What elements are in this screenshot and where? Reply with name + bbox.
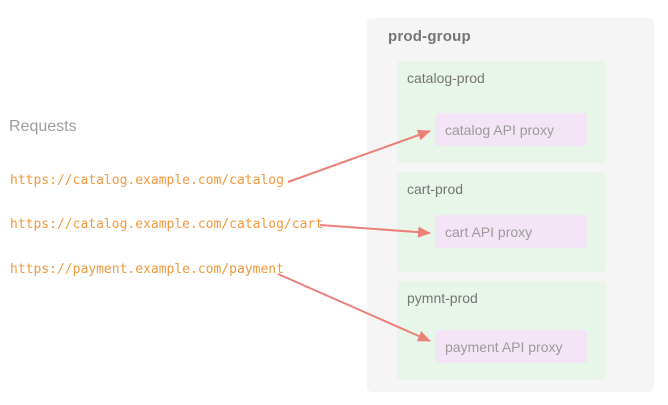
proxy-box-payment: payment API proxy — [435, 330, 587, 363]
environment-box-catalog-prod: catalog-prod catalog API proxy — [397, 61, 606, 163]
proxy-label: catalog API proxy — [445, 121, 554, 138]
environment-box-pymnt-prod: pymnt-prod payment API proxy — [397, 281, 606, 380]
request-url-payment: https://payment.example.com/payment — [10, 262, 284, 277]
proxy-box-catalog: catalog API proxy — [435, 113, 587, 146]
environment-group-title: prod-group — [388, 28, 471, 45]
proxy-label: payment API proxy — [445, 338, 563, 355]
proxy-label: cart API proxy — [445, 223, 533, 240]
requests-heading: Requests — [9, 118, 77, 135]
request-url-catalog: https://catalog.example.com/catalog — [10, 173, 284, 188]
environment-group-box: prod-group catalog-prod catalog API prox… — [367, 18, 654, 392]
environment-label: pymnt-prod — [407, 290, 478, 306]
environment-box-cart-prod: cart-prod cart API proxy — [397, 172, 606, 272]
request-url-catalog-cart: https://catalog.example.com/catalog/cart — [10, 217, 324, 232]
environment-label: cart-prod — [407, 181, 464, 197]
environment-label: catalog-prod — [407, 70, 485, 86]
proxy-box-cart: cart API proxy — [435, 215, 587, 248]
